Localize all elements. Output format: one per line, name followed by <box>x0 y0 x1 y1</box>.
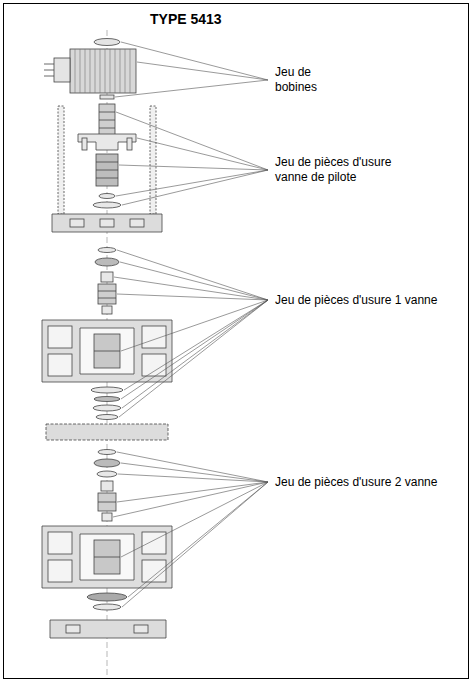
frame <box>4 4 469 679</box>
figure-title: TYPE 5413 <box>150 11 222 29</box>
coil-set <box>44 39 136 100</box>
part-label: Jeu de pièces d'usure vanne de pilote <box>275 155 425 185</box>
part-label: Jeu de pièces d'usure 2 vanne <box>275 475 437 490</box>
part-label: Jeu de pièces d'usure 1 vanne <box>275 293 437 308</box>
valve-1 <box>42 248 172 441</box>
valve-2 <box>42 450 172 639</box>
leader-lines <box>113 42 268 607</box>
part-label: Jeu de bobines <box>275 65 337 95</box>
